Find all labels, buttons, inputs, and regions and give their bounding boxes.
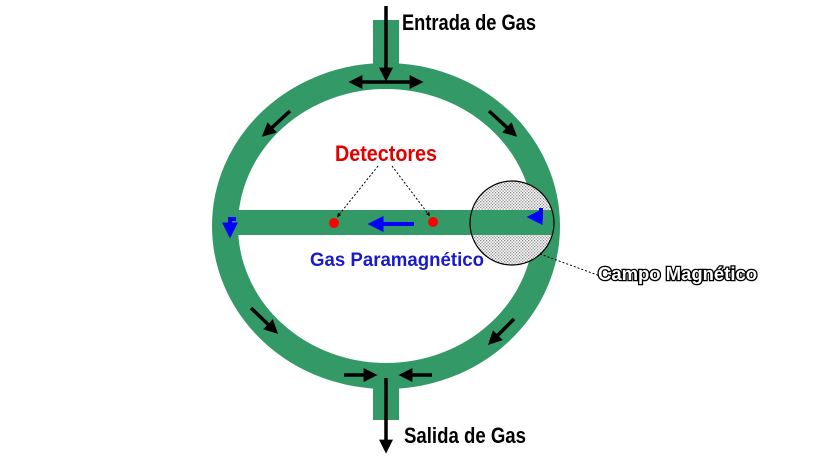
detector-left (329, 218, 339, 228)
right-upper-arrow (487, 109, 518, 137)
left-hook-arrow (222, 217, 238, 239)
left-lower-arrow (249, 306, 279, 334)
paramagnetic-gas-label: Gas Paramagnético (310, 250, 484, 271)
outlet-label: Salida de Gas (404, 423, 526, 448)
magnetic-field-label: Campo Magnético (598, 264, 757, 284)
inlet-label: Entrada de Gas (402, 10, 536, 35)
magnetic-field-zone (469, 180, 555, 266)
paramagnetic-flow-arrows (222, 208, 543, 239)
detectors (329, 165, 438, 228)
left-upper-arrow (261, 109, 292, 137)
right-lower-arrow (488, 317, 516, 345)
detector-pointer-left (337, 165, 379, 218)
detector-pointer-right (391, 165, 430, 217)
right-hook-arrow (526, 208, 543, 225)
detectors-label: Detectores (335, 141, 437, 166)
magnetic-field-leader (539, 253, 601, 277)
flow-arrows (249, 6, 518, 454)
detector-right (428, 217, 438, 227)
